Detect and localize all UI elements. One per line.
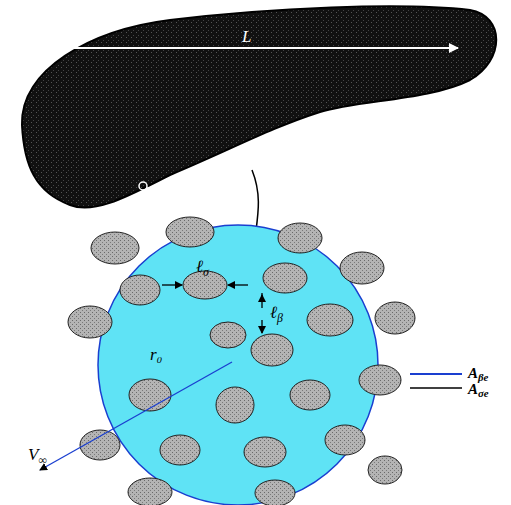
lsigma-arrow [162, 284, 182, 285]
averaging-volume [98, 225, 378, 505]
legend-text: Aβe [468, 366, 488, 383]
macro-region [22, 6, 496, 207]
length-arrow [40, 47, 458, 49]
radius-line [40, 362, 232, 470]
point-marker [139, 182, 147, 190]
length-label: ℓσ [196, 258, 209, 278]
lbeta-arrow [261, 320, 262, 333]
legend-line [410, 373, 462, 375]
legend-text: Aσe [468, 382, 489, 399]
solid-particles [68, 217, 415, 505]
length-label: L [242, 28, 251, 45]
volume-label: V∞ [28, 446, 47, 466]
lbeta-arrow [261, 295, 262, 308]
legend-line [410, 387, 462, 389]
lsigma-arrow [228, 284, 248, 285]
zoom-leader [147, 170, 252, 190]
length-label: ℓβ [270, 304, 283, 324]
radius-label: r₀ [150, 346, 163, 363]
